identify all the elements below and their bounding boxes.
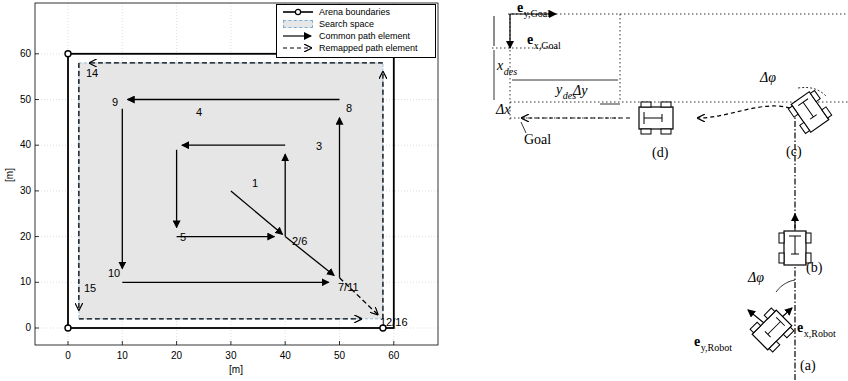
waypoint-number: 9 bbox=[112, 97, 118, 108]
annotation: y,Robot bbox=[701, 343, 732, 353]
legend-text: Arena boundaries bbox=[319, 8, 390, 17]
tick-label: 30 bbox=[225, 351, 236, 361]
waypoint-number: 7/11 bbox=[338, 282, 359, 293]
waypoint-number: 15 bbox=[84, 283, 96, 294]
tick-label: 10 bbox=[20, 277, 31, 287]
annotation: Δφ bbox=[760, 71, 776, 85]
annotation: Δx bbox=[496, 103, 510, 117]
annotation: x,Goal bbox=[534, 41, 561, 51]
annotation: Δφ bbox=[748, 271, 764, 285]
waypoint-number: 4 bbox=[196, 107, 202, 118]
tick-label: 0 bbox=[25, 323, 31, 333]
annotation: x bbox=[497, 59, 503, 73]
annotation: [m] bbox=[5, 168, 15, 182]
annotation: e bbox=[797, 321, 803, 335]
tick-label: 40 bbox=[20, 140, 31, 150]
tick-label: 30 bbox=[20, 186, 31, 196]
annotation: x,Robot bbox=[804, 329, 836, 339]
legend-text: Search space bbox=[319, 20, 374, 29]
waypoint-number: 2/6 bbox=[292, 236, 307, 247]
tick-label: 20 bbox=[171, 351, 182, 361]
legend-swatch bbox=[283, 20, 313, 28]
legend-text: Common path element bbox=[319, 32, 410, 41]
tick-label: 50 bbox=[20, 95, 31, 105]
tick-label: 0 bbox=[65, 351, 71, 361]
waypoint-number: 14 bbox=[86, 68, 98, 79]
annotation: (c) bbox=[786, 145, 802, 159]
waypoint-number: 3 bbox=[316, 141, 322, 152]
waypoint-number: 5 bbox=[180, 232, 186, 243]
annotation: des bbox=[504, 67, 517, 77]
annotation: (a) bbox=[800, 359, 816, 373]
waypoint-number: 1 bbox=[252, 178, 258, 189]
annotation: e bbox=[694, 335, 700, 349]
tick-label: 50 bbox=[334, 351, 345, 361]
legend-box: Arena boundariesSearch spaceCommon path … bbox=[276, 4, 436, 58]
waypoint-number: 12/16 bbox=[380, 317, 408, 328]
annotation: y,Goal bbox=[524, 9, 550, 19]
annotation: (b) bbox=[806, 261, 822, 275]
annotation: y bbox=[556, 83, 562, 97]
tick-label: 60 bbox=[20, 49, 31, 59]
annotation: Δy bbox=[573, 84, 587, 98]
annotation: e bbox=[517, 1, 523, 15]
annotation: Goal bbox=[524, 133, 551, 147]
tick-label: 20 bbox=[20, 232, 31, 242]
tick-label: 60 bbox=[388, 351, 399, 361]
tick-label: 40 bbox=[280, 351, 291, 361]
tick-label: 10 bbox=[117, 351, 128, 361]
waypoint-number: 10 bbox=[108, 268, 120, 279]
legend-text: Remapped path element bbox=[319, 44, 418, 53]
annotation: (d) bbox=[652, 146, 668, 160]
annotation: [m] bbox=[229, 365, 243, 375]
waypoint-number: 8 bbox=[346, 103, 352, 114]
annotation: e bbox=[527, 33, 533, 47]
